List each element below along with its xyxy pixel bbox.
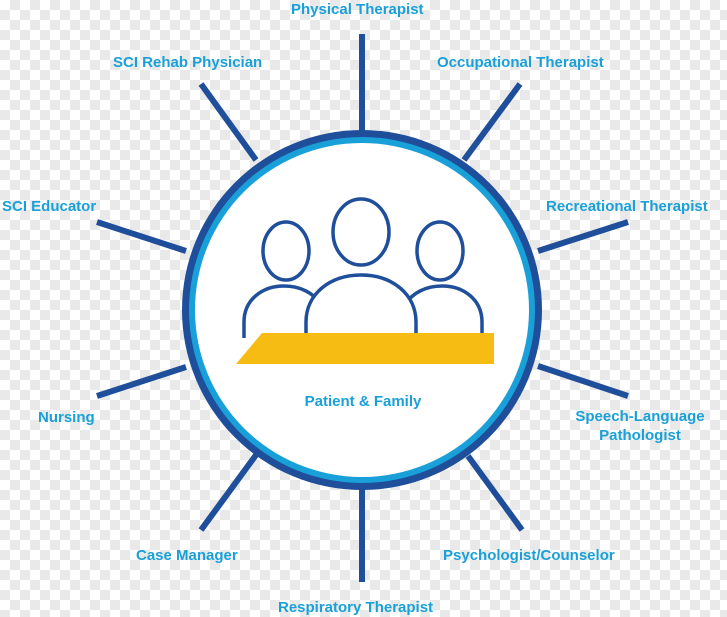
spoke-occupational-therapist (461, 82, 523, 162)
speech-language-line1: Speech-Language (575, 408, 705, 425)
right-person-head (415, 220, 465, 282)
left-person-body (242, 284, 322, 338)
label-physical-therapist: Physical Therapist (291, 1, 424, 18)
left-person-head (261, 220, 311, 282)
table-shape (236, 333, 494, 364)
spoke-sci-rehab-physician (198, 82, 259, 162)
label-respiratory-therapist: Respiratory Therapist (278, 599, 434, 616)
spoke-recreational-therapist (537, 219, 629, 254)
label-sci-educator: SCI Educator (2, 198, 97, 215)
label-sci-rehab-physician: SCI Rehab Physician (113, 54, 263, 71)
spoke-psychologist-counselor (465, 454, 525, 532)
spoke-speech-language-pathologist (537, 363, 629, 399)
right-person-body (404, 284, 484, 338)
label-case-manager: Case Manager (136, 547, 238, 564)
center-person-body (304, 273, 418, 336)
speech-language-line2: Pathologist (599, 427, 681, 444)
spoke-sci-educator (96, 219, 187, 254)
spoke-case-manager (198, 453, 259, 532)
label-nursing: Nursing (38, 409, 95, 426)
label-occupational-therapist: Occupational Therapist (437, 54, 604, 71)
spokes (96, 34, 629, 582)
family-group-icon (242, 197, 484, 338)
center-person-head (331, 197, 391, 267)
center-label: Patient & Family (304, 393, 422, 410)
label-psychologist-counselor: Psychologist/Counselor (443, 547, 615, 564)
label-speech-language-pathologist: Speech-Language Pathologist (566, 407, 714, 445)
spoke-nursing (96, 364, 187, 399)
label-recreational-therapist: Recreational Therapist (546, 198, 708, 215)
